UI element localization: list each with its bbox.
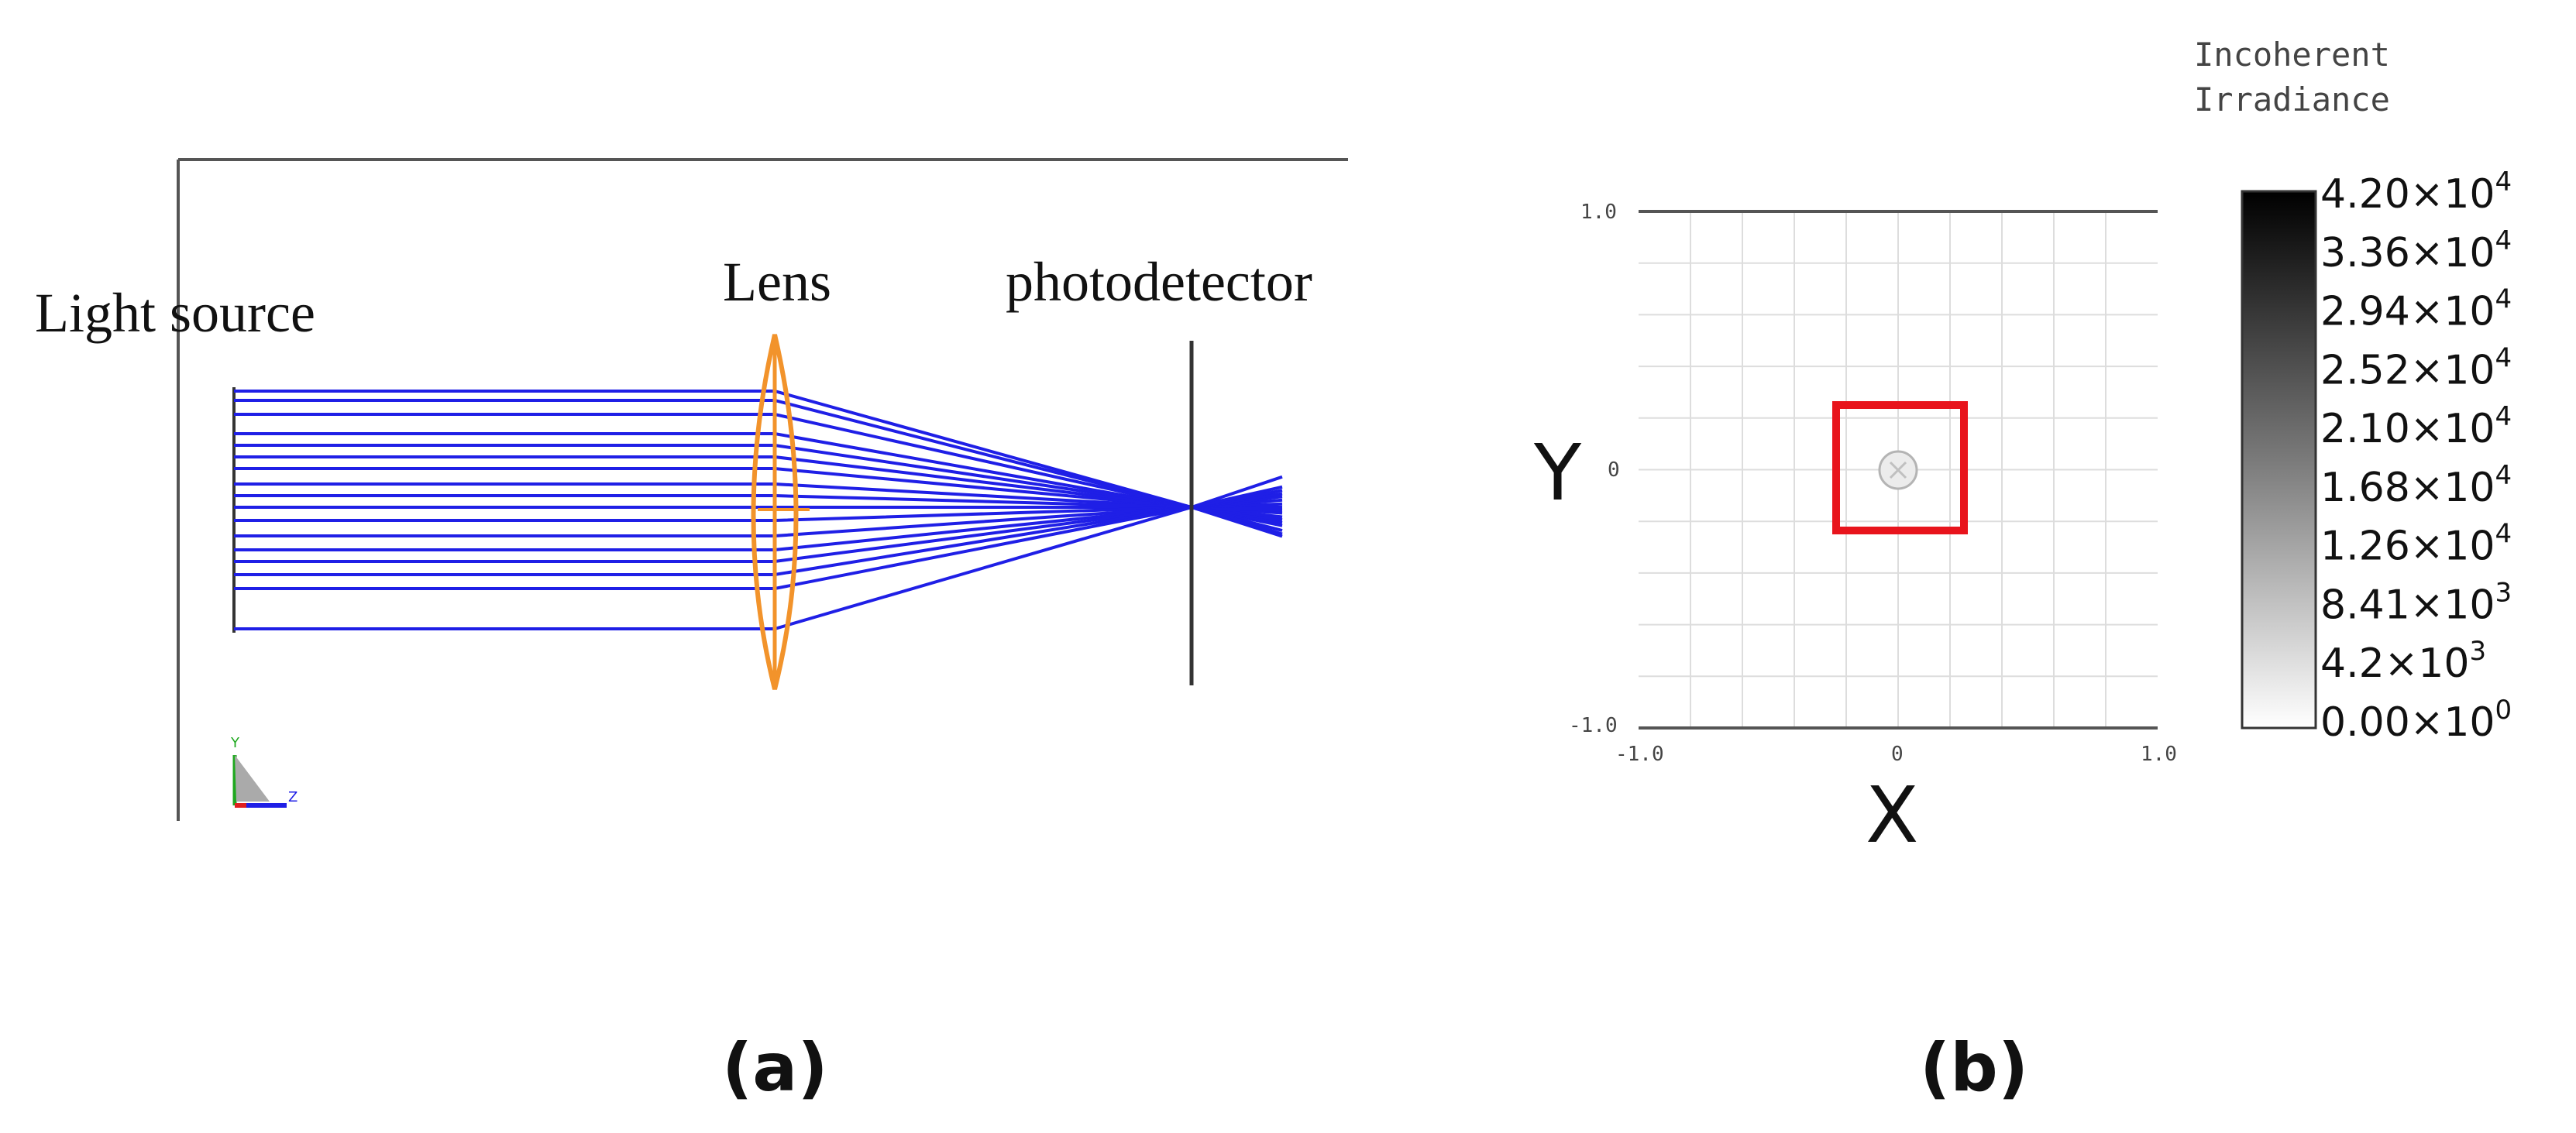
light-ray (234, 498, 1283, 537)
light-ray (234, 399, 1283, 536)
axis-triad-z-label: Z (288, 789, 297, 805)
x-tick-left: -1.0 (1615, 743, 1664, 766)
light-ray (234, 413, 1283, 532)
colorbar-tick-label: 2.52×104 (2320, 342, 2512, 393)
photodetector-label: photodetector (1006, 251, 1312, 313)
x-tick-right: 1.0 (2141, 743, 2177, 766)
colorbar-tick-label: 3.36×104 (2320, 225, 2512, 276)
colorbar-tick-label: 2.94×104 (2320, 284, 2512, 335)
colorbar-tick-label: 2.10×104 (2320, 401, 2512, 452)
colorbar-tick-label: 4.2×103 (2320, 636, 2486, 687)
panel-b-caption: (b) (1920, 1029, 2028, 1107)
highlight-box (1832, 401, 1968, 534)
lens-label: Lens (723, 251, 831, 313)
y-tick-middle: 0 (1608, 458, 1620, 482)
colorbar-tick-label: 8.41×103 (2320, 577, 2512, 628)
light-ray (234, 489, 1283, 576)
light-ray (234, 475, 1283, 630)
irradiance-spot-cross-b (1889, 461, 1907, 479)
irradiance-panel: 1.0 0 -1.0 -1.0 0 1.0 Y X Incoherent Irr… (1533, 36, 2512, 1107)
axis-triad-y-label: Y (230, 735, 240, 751)
colorbar-tick-label: 1.68×104 (2320, 460, 2512, 511)
colorbar-tick-labels: 4.20×104 3.36×104 2.94×104 2.52×104 2.10×104… (2320, 167, 2512, 746)
light-ray (234, 492, 1283, 563)
light-rays (234, 390, 1283, 630)
ray-trace-panel: Light source Lens photodetector Y Z (a) (35, 158, 1348, 1107)
y-tick-bottom: -1.0 (1569, 714, 1618, 737)
light-ray (234, 467, 1283, 519)
y-axis-label: Y (1533, 427, 1582, 518)
axis-triad-icon: Y Z (230, 735, 297, 808)
colorbar-tick-label: 4.20×104 (2320, 167, 2512, 218)
lens (751, 334, 810, 690)
x-axis-label: X (1866, 770, 1919, 860)
light-ray (234, 502, 1283, 522)
light-source-label: Light source (35, 282, 315, 344)
light-ray (234, 485, 1283, 590)
colorbar-title-line1: Incoherent (2194, 36, 2390, 74)
colorbar (2241, 190, 2317, 730)
colorbar-title-line2: Irradiance (2194, 81, 2390, 118)
colorbar-tick-label: 0.00×100 (2320, 695, 2512, 746)
panel-a-caption: (a) (722, 1029, 828, 1107)
x-tick-middle: 0 (1891, 743, 1904, 766)
y-tick-top: 1.0 (1580, 201, 1617, 224)
colorbar-tick-label: 1.26×104 (2320, 519, 2512, 570)
irradiance-grid (1639, 211, 2158, 728)
